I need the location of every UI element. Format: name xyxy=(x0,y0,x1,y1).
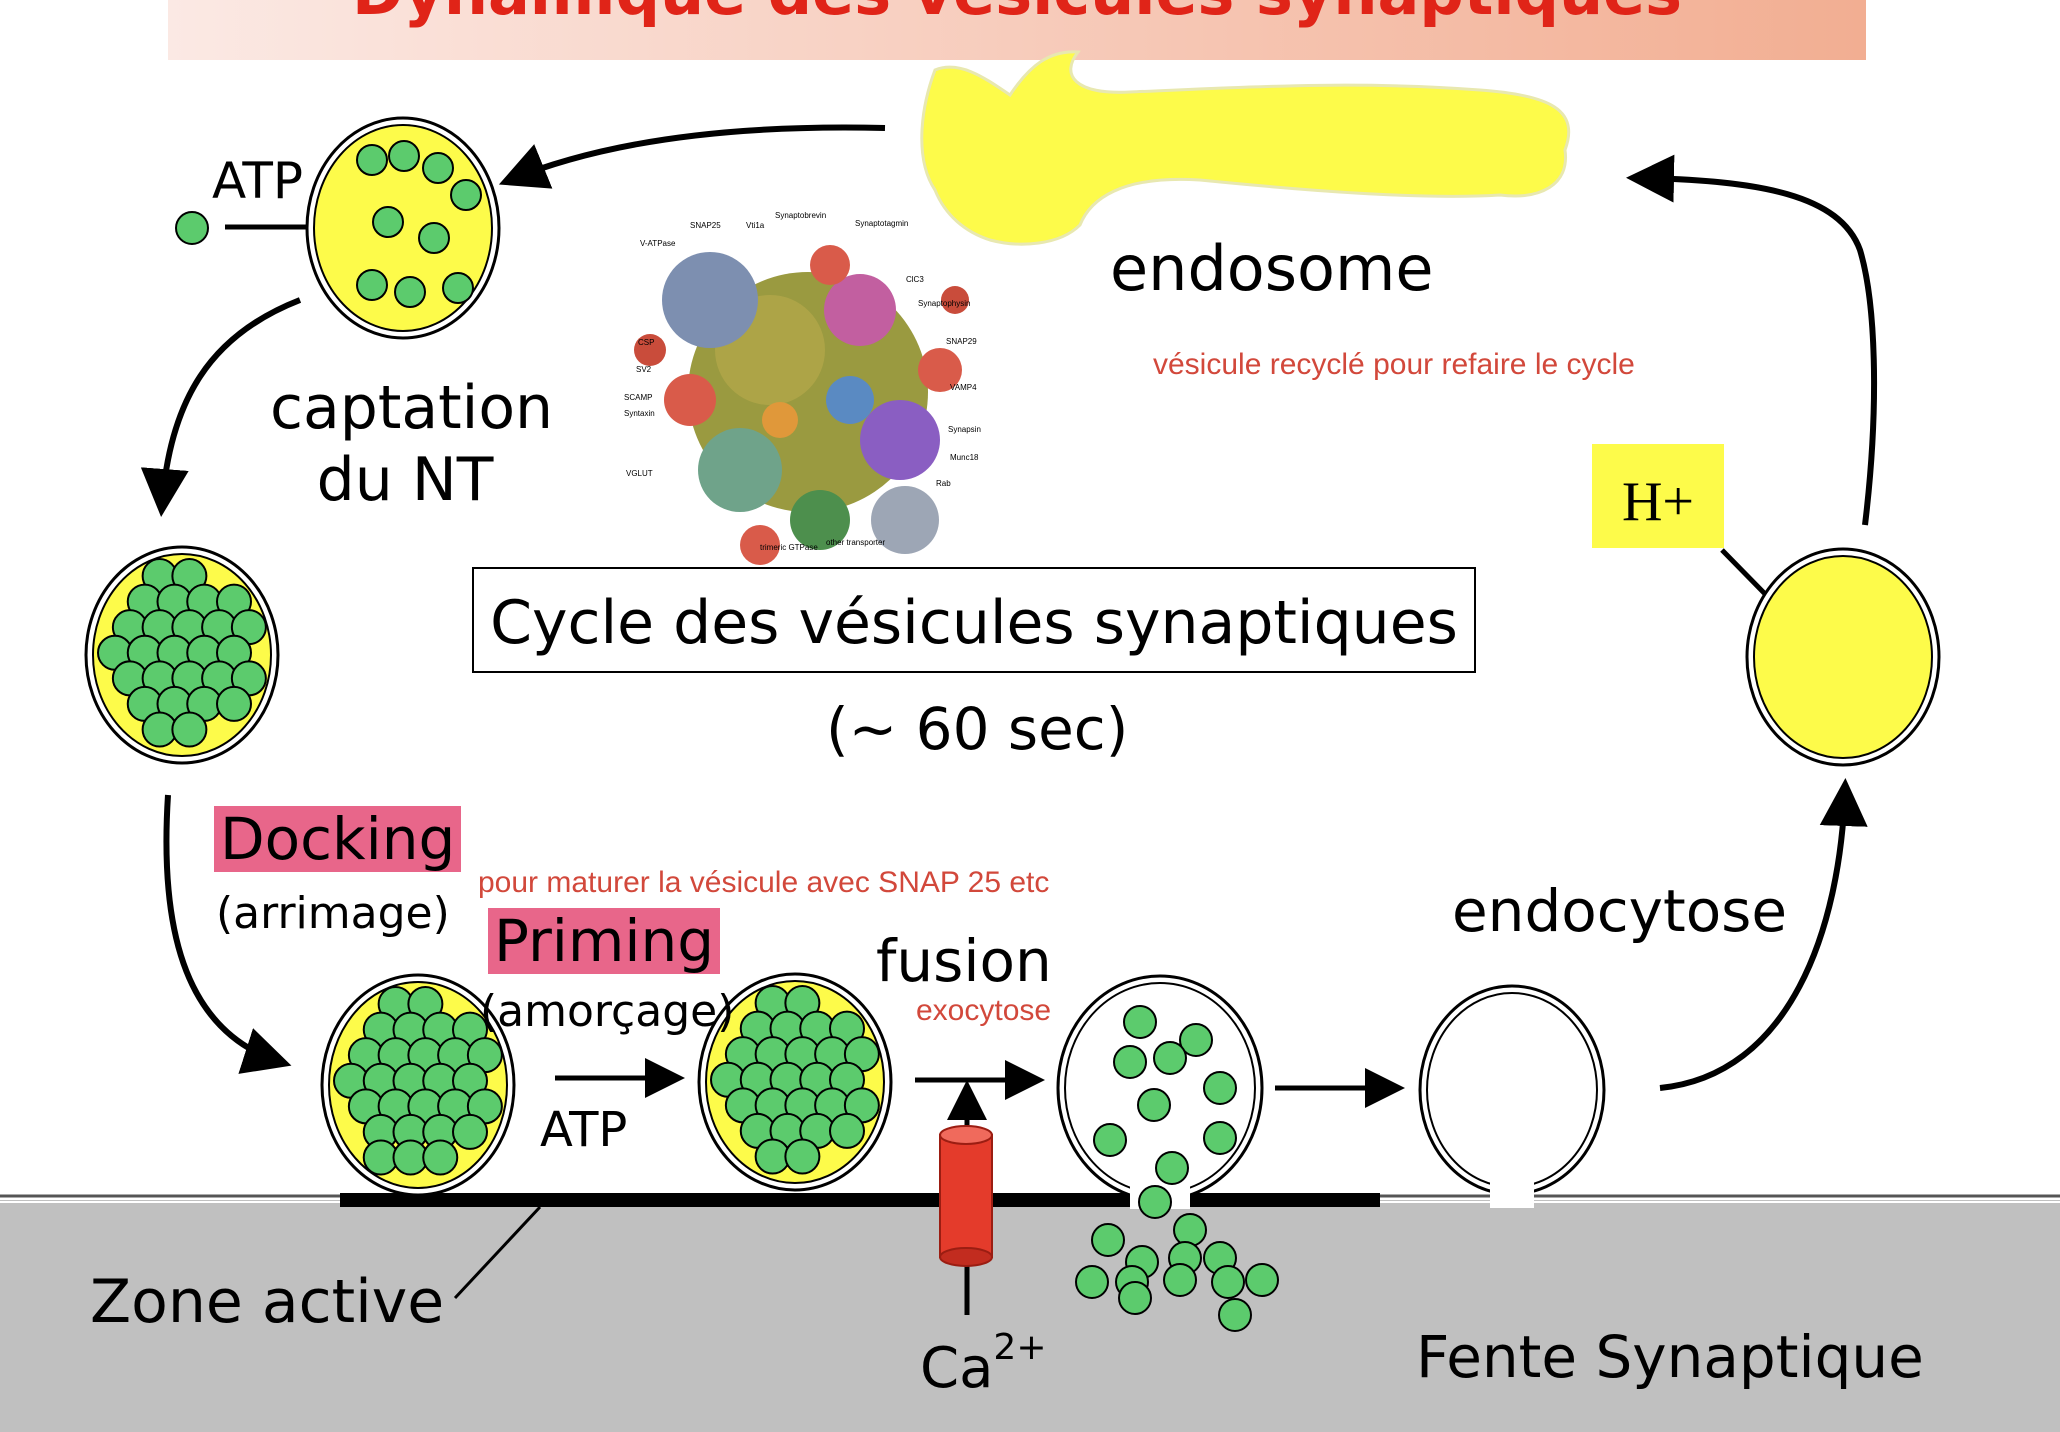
neurotransmitter-dot-icon xyxy=(1093,1123,1127,1157)
neurotransmitter-dot-icon xyxy=(1245,1263,1279,1297)
neurotransmitter-dot-icon xyxy=(372,206,404,238)
protein-label: Syntaxin xyxy=(624,409,655,418)
vesicle-protein-model xyxy=(634,245,969,565)
maturation-note: pour maturer la vésicule avec SNAP 25 et… xyxy=(478,866,1050,899)
vesicle-recycled-lumen xyxy=(1753,555,1933,759)
priming-fr-label: (amorçage) xyxy=(480,986,735,1037)
neurotransmitter-dot-icon xyxy=(171,711,208,748)
active-zone-bar xyxy=(340,1193,1380,1207)
atp-label-top: ATP xyxy=(212,152,304,210)
zone-active-label: Zone active xyxy=(90,1267,445,1337)
neurotransmitter-dot-icon xyxy=(422,152,454,184)
hplus-label: H+ xyxy=(1621,471,1695,533)
arrow-full-to-docked xyxy=(163,794,292,1074)
neurotransmitter-dot-icon xyxy=(1123,1005,1157,1039)
protein-label-group: SNAP25 Vti1a Synaptobrevin Synaptotagmin… xyxy=(624,211,981,552)
neurotransmitter-dot-icon xyxy=(418,222,450,254)
neurotransmitter-dot-icon xyxy=(1113,1045,1147,1079)
protein-label: trimeric GTPase xyxy=(760,543,818,552)
neurotransmitter-dot-icon xyxy=(1153,1041,1187,1075)
captation-label: captation du NT xyxy=(270,372,554,516)
neurotransmitter-dot-icon xyxy=(829,1112,865,1149)
endosome-label: endosome xyxy=(1110,232,1434,305)
neurotransmitter-dot-icon xyxy=(356,144,388,176)
hplus-label-box: H+ xyxy=(1592,444,1724,548)
calcium-label: Ca2+ xyxy=(920,1330,1047,1397)
exocytose-label: exocytose xyxy=(916,994,1052,1027)
docking-fr-label: (arrimage) xyxy=(216,888,450,939)
page-title: Dynamique des vésicules synaptiques xyxy=(168,0,1866,29)
captation-line-2: du NT xyxy=(316,445,494,515)
docking-label: Docking xyxy=(214,806,462,872)
neurotransmitter-dot-icon xyxy=(1163,1263,1197,1297)
arrow-endosome-to-filling xyxy=(498,124,886,189)
endocytose-label: endocytose xyxy=(1452,877,1788,945)
neurotransmitter-dot-icon xyxy=(175,211,209,245)
neurotransmitter-dot-icon xyxy=(1155,1151,1189,1185)
protein-label: VGLUT xyxy=(626,469,653,478)
neurotransmitter-dot-icon xyxy=(1211,1265,1245,1299)
protein-label: SV2 xyxy=(636,365,652,374)
neurotransmitter-dot-icon xyxy=(1091,1223,1125,1257)
calcium-symbol: Ca xyxy=(920,1336,994,1401)
protein-label: V-ATPase xyxy=(640,239,676,248)
neurotransmitter-dot-icon xyxy=(422,1139,459,1176)
protein-label: Synaptotagmin xyxy=(855,219,908,228)
neurotransmitter-layer xyxy=(97,140,1279,1332)
captation-line-1: captation xyxy=(270,373,554,443)
fente-synaptique-label: Fente Synaptique xyxy=(1416,1323,1924,1391)
cycle-title: Cycle des vésicules synaptiques xyxy=(490,588,1458,658)
protein-label: VAMP4 xyxy=(950,383,977,392)
protein-label: SCAMP xyxy=(624,393,652,402)
protein-label: Synapsin xyxy=(948,425,981,434)
protein-label: other transporter xyxy=(826,538,885,547)
neurotransmitter-dot-icon xyxy=(784,1138,821,1175)
endocytosis-neck xyxy=(1490,1182,1534,1208)
arrow-endocytose-to-empty xyxy=(1659,778,1868,1091)
neurotransmitter-dot-icon xyxy=(216,685,252,722)
neurotransmitter-dot-icon xyxy=(1137,1088,1171,1122)
protein-label: Rab xyxy=(936,479,951,488)
neurotransmitter-dot-icon xyxy=(1138,1185,1172,1219)
active-zone-pointer xyxy=(453,1205,542,1300)
calcium-channel-icon xyxy=(939,1125,993,1267)
protein-label: SNAP25 xyxy=(690,221,721,230)
neurotransmitter-dot-icon xyxy=(388,140,420,172)
neurotransmitter-dot-icon xyxy=(452,1113,488,1150)
neurotransmitter-dot-icon xyxy=(1218,1298,1252,1332)
endosome-blob xyxy=(920,50,1571,246)
protein-label: SNAP29 xyxy=(946,337,977,346)
cycle-duration: (~ 60 sec) xyxy=(826,695,1129,763)
neurotransmitter-dot-icon xyxy=(1203,1121,1237,1155)
neurotransmitter-dot-icon xyxy=(1179,1023,1213,1057)
protein-label: CSP xyxy=(638,338,654,347)
arrow-empty-to-endosome xyxy=(1626,154,1878,526)
arrow-filling-to-full xyxy=(140,297,302,517)
neurotransmitter-dot-icon xyxy=(450,179,482,211)
neurotransmitter-dot-icon xyxy=(1203,1071,1237,1105)
neurotransmitter-dot-icon xyxy=(442,272,474,304)
protein-label: Synaptobrevin xyxy=(775,211,826,220)
neurotransmitter-dot-icon xyxy=(356,269,388,301)
priming-label: Priming xyxy=(488,908,721,974)
neurotransmitter-dot-icon xyxy=(394,276,426,308)
fusion-label: fusion xyxy=(876,927,1052,995)
calcium-charge: 2+ xyxy=(993,1327,1047,1368)
title-banner: Dynamique des vésicules synaptiques xyxy=(168,0,1866,60)
neurotransmitter-dot-icon xyxy=(1118,1281,1152,1315)
synaptic-cleft-area xyxy=(0,1200,2060,1432)
cycle-title-box: Cycle des vésicules synaptiques xyxy=(472,567,1476,673)
atp-label-bottom: ATP xyxy=(540,1102,628,1158)
recycle-note: vésicule recyclé pour refaire le cycle xyxy=(1153,348,1635,381)
neurotransmitter-dot-icon xyxy=(1075,1265,1109,1299)
protein-label: Munc18 xyxy=(950,453,979,462)
protein-label: Synaptophysin xyxy=(918,299,970,308)
protein-label: ClC3 xyxy=(906,275,924,284)
vesicle-endocytose-lumen xyxy=(1426,992,1598,1188)
protein-label: Vti1a xyxy=(746,221,765,230)
neurotransmitter-dot-icon xyxy=(1173,1213,1207,1247)
